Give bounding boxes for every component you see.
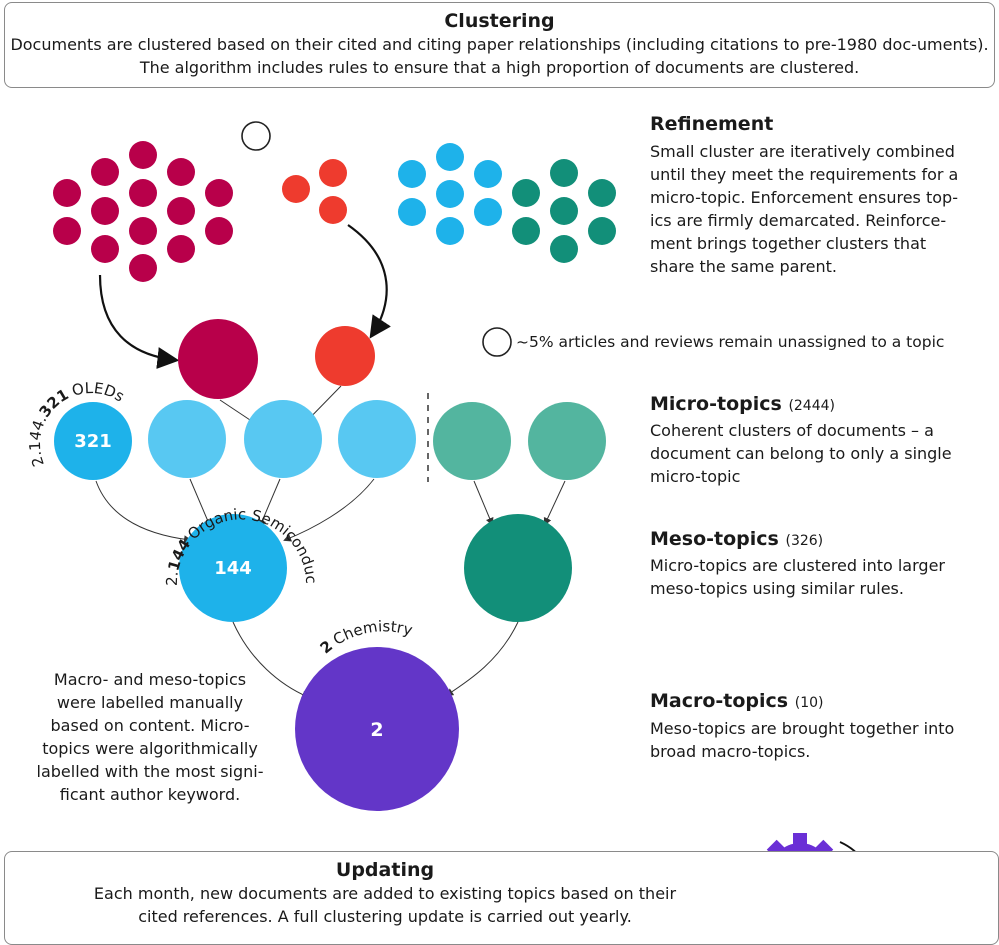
macro-topic-chemistry-circle [295,647,459,811]
crimson-document-cluster [53,141,233,282]
updating-title: Updating [335,859,435,881]
macro-topic-number: 2 [370,719,383,741]
meso-topic-organic-semiconductors-circle [179,514,287,622]
macro-topics-text: Meso-topics are brought together into br… [650,719,955,761]
meso-topic-number: 144 [214,558,252,579]
refinement-text: Small cluster are iteratively combined u… [650,142,959,276]
meso-topic-circle [464,514,572,622]
clustering-text: Documents are clustered based on their c… [10,35,989,77]
micro-topic-circle [433,402,511,480]
micro-topic-circle [528,402,606,480]
clustering-box: Clustering Documents are clustered based… [4,2,995,88]
micro-topic-circle [148,400,226,478]
micro-topic-number: 321 [74,431,112,452]
unassigned-document-icon [241,121,271,151]
meso-topics-text: Micro-topics are clustered into larger m… [650,556,945,598]
updating-box: Updating Each month, new documents are a… [4,851,999,945]
micro-topic-circle [338,400,416,478]
unassigned-note: ~5% articles and reviews remain unassign… [516,333,945,351]
empty-circle-icon [482,327,512,357]
micro-topics-text: Coherent clusters of documents – a docum… [650,421,952,486]
macro-topics-title: Macro-topics (10) [650,690,824,712]
teal-document-cluster [512,159,616,263]
red-document-cluster [282,159,347,224]
crimson-merged-cluster [178,319,258,399]
micro-topics-title: Micro-topics (2444) [650,393,835,415]
micro-topic-oleds-circle [54,402,132,480]
refinement-title: Refinement [650,113,774,135]
crimson-merge-arrow [98,274,180,369]
clustering-title: Clustering [444,10,555,32]
labelling-note: Macro- and meso-topics were labelled man… [36,670,264,804]
red-merge-arrow [347,224,391,339]
micro-topic-circle [244,400,322,478]
red-merged-cluster [315,326,375,386]
updating-text: Each month, new documents are added to e… [93,884,677,926]
meso-topics-title: Meso-topics (326) [650,528,824,550]
sky-document-cluster [398,143,502,245]
